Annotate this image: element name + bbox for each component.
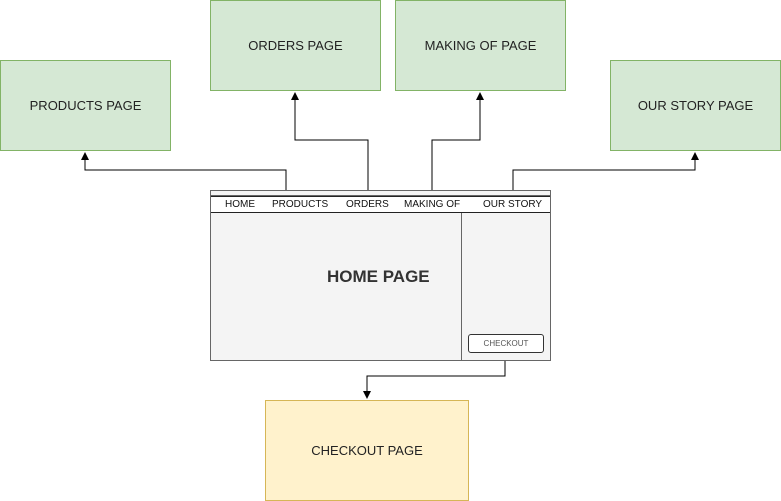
mockup-top-bar	[211, 191, 550, 196]
our-story-page-node: OUR STORY PAGE	[610, 60, 781, 151]
connector-making-of	[431, 92, 484, 190]
making-of-page-node: MAKING OF PAGE	[395, 0, 566, 91]
checkout-page-label: CHECKOUT PAGE	[311, 443, 423, 458]
connector-products	[81, 152, 287, 190]
nav-making-of[interactable]: MAKING OF	[404, 199, 461, 210]
mockup-sidebar-divider	[461, 213, 462, 360]
orders-page-node: ORDERS PAGE	[210, 0, 381, 91]
connector-orders	[291, 92, 369, 190]
nav-products[interactable]: PRODUCTS	[272, 199, 329, 210]
making-of-page-label: MAKING OF PAGE	[424, 38, 537, 53]
nav-our-story[interactable]: OUR STORY	[483, 199, 543, 210]
nav-orders[interactable]: ORDERS	[346, 199, 389, 210]
connector-our-story	[512, 152, 699, 190]
products-page-node: PRODUCTS PAGE	[0, 60, 171, 151]
home-page-title: HOME PAGE	[327, 267, 430, 286]
connector-checkout	[363, 353, 506, 399]
products-page-label: PRODUCTS PAGE	[29, 98, 142, 113]
orders-page-label: ORDERS PAGE	[248, 38, 343, 53]
nav-home[interactable]: HOME	[225, 199, 255, 210]
checkout-button[interactable]: CHECKOUT	[468, 334, 544, 353]
home-page-mockup: HOME PRODUCTS ORDERS MAKING OF OUR STORY…	[210, 190, 551, 361]
our-story-page-label: OUR STORY PAGE	[637, 98, 754, 113]
mockup-nav-bar: HOME PRODUCTS ORDERS MAKING OF OUR STORY	[211, 196, 550, 213]
checkout-page-node: CHECKOUT PAGE	[265, 400, 469, 501]
